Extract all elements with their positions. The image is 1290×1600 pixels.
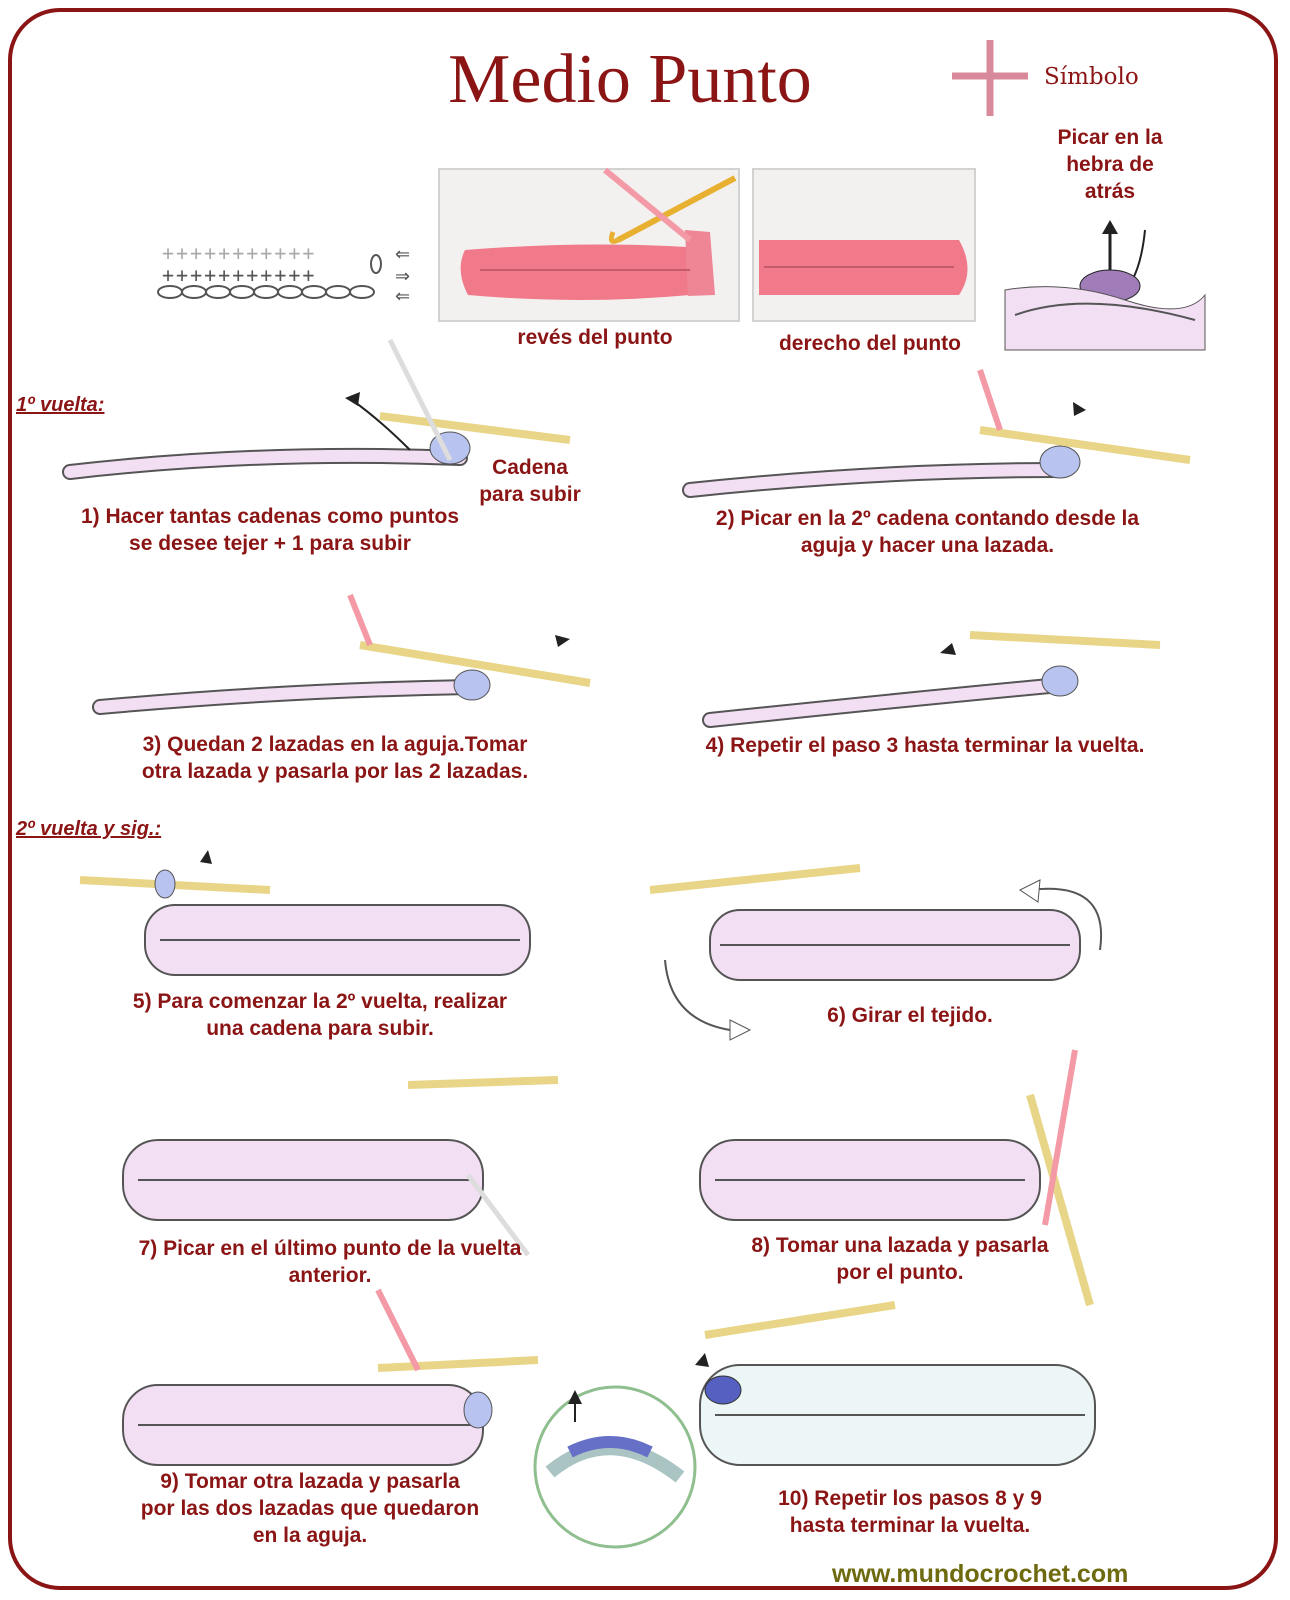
back-loop-label: Picar en la hebra de atrás bbox=[1057, 126, 1163, 203]
step7-diagram bbox=[122, 1076, 559, 1257]
stitch-chart-diagram: +++++++++++ +++++++++++ ⇐ ⇒ ⇐ bbox=[157, 241, 410, 306]
right-side-caption: derecho del punto bbox=[778, 332, 961, 355]
step10-diagram bbox=[695, 1301, 1096, 1466]
svg-text:⇐: ⇐ bbox=[395, 286, 410, 306]
step-10-caption: 10) Repetir los pasos 8 y 9 hasta termin… bbox=[778, 1487, 1042, 1537]
step-1-caption: 1) Hacer tantas cadenas como puntos se d… bbox=[80, 505, 460, 555]
detail-circle-diagram bbox=[533, 1385, 697, 1549]
svg-text:+++++++++++: +++++++++++ bbox=[162, 263, 316, 287]
step5-diagram bbox=[144, 904, 531, 976]
right-side-photo bbox=[752, 168, 976, 322]
svg-text:⇒: ⇒ bbox=[395, 266, 410, 286]
step-5-caption: 5) Para comenzar la 2º vuelta, realizar … bbox=[132, 990, 508, 1040]
svg-text:⇐: ⇐ bbox=[395, 244, 410, 264]
step-2-caption: 2) Picar en la 2º cadena contando desde … bbox=[715, 507, 1140, 557]
step-9-caption: 9) Tomar otra lazada y pasarla por las d… bbox=[140, 1470, 480, 1547]
step9-diagram bbox=[122, 1288, 539, 1466]
step1-diagram bbox=[62, 338, 571, 480]
step-3-caption: 3) Quedan 2 lazadas en la aguja.Tomar ot… bbox=[141, 733, 529, 783]
back-loop-diagram bbox=[1004, 220, 1206, 351]
step6-diagram bbox=[709, 909, 1081, 981]
step2-diagram bbox=[682, 369, 1191, 498]
wrong-side-caption: revés del punto bbox=[517, 326, 673, 349]
single-crochet-symbol-icon bbox=[952, 40, 1028, 116]
step3-diagram bbox=[92, 593, 591, 715]
step8-diagram bbox=[699, 1049, 1094, 1307]
page-title: Medio Punto bbox=[448, 41, 812, 118]
symbol-label: Símbolo bbox=[1044, 64, 1139, 90]
website-url[interactable]: www.mundocrochet.com bbox=[832, 1560, 1129, 1588]
step-8-caption: 8) Tomar una lazada y pasarla por el pun… bbox=[751, 1234, 1049, 1284]
step4-diagram bbox=[702, 631, 1161, 728]
step5-hook-icon bbox=[79, 850, 271, 899]
turn-arrows-icon bbox=[649, 864, 1103, 1041]
step-4-caption: 4) Repetir el paso 3 hasta terminar la v… bbox=[705, 734, 1145, 757]
step-6-caption: 6) Girar el tejido. bbox=[827, 1004, 993, 1027]
section-first-row: 1º vuelta: bbox=[16, 394, 105, 416]
chain-up-label: Cadena para subir bbox=[479, 456, 581, 506]
page-frame bbox=[8, 8, 1278, 1590]
svg-text:+++++++++++: +++++++++++ bbox=[162, 241, 316, 265]
step-7-caption: 7) Picar en el último punto de la vuelta… bbox=[138, 1237, 522, 1287]
section-second-row: 2º vuelta y sig.: bbox=[16, 818, 162, 840]
wrong-side-photo bbox=[438, 167, 740, 322]
